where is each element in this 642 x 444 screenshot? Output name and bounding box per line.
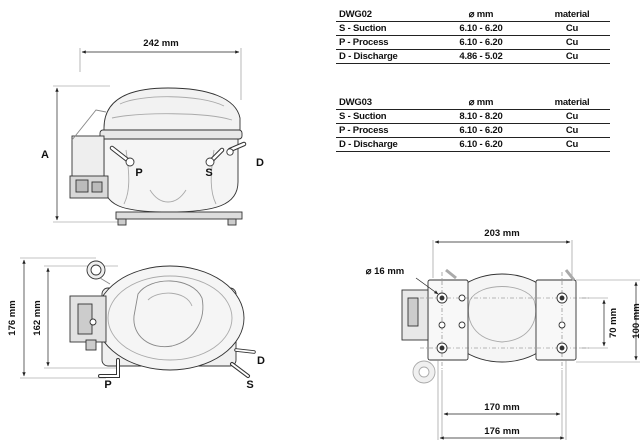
port-label-front-suction: S bbox=[205, 167, 212, 179]
table-cell: Cu bbox=[534, 123, 610, 138]
table-cell: Cu bbox=[534, 21, 610, 36]
table-header: DWG03 bbox=[336, 96, 428, 110]
port-label-front-process: P bbox=[135, 167, 142, 179]
table-row: D - Discharge 6.10 - 6.20 Cu bbox=[336, 137, 610, 152]
dim-front-width: 242 mm bbox=[143, 38, 178, 49]
table-row: S - Suction 8.10 - 8.20 Cu bbox=[336, 109, 610, 124]
dim-hole-spacing-y-outer: 100 mm bbox=[631, 303, 642, 338]
port-label-top-suction: S bbox=[246, 379, 253, 391]
table-cell: S - Suction bbox=[336, 21, 428, 36]
table-header: ⌀ mm bbox=[428, 96, 534, 110]
table-cell: 6.10 - 6.20 bbox=[428, 137, 534, 152]
dim-top-depth-outer: 176 mm bbox=[7, 300, 18, 335]
table-row: S - Suction 6.10 - 6.20 Cu bbox=[336, 21, 610, 36]
table-cell: S - Suction bbox=[336, 109, 428, 124]
table-cell: Cu bbox=[534, 137, 610, 152]
port-label-top-discharge: D bbox=[257, 355, 265, 367]
table-cell: 4.86 - 5.02 bbox=[428, 49, 534, 64]
top-view bbox=[20, 257, 256, 379]
table-header: material bbox=[534, 8, 610, 22]
table-cell: Cu bbox=[534, 109, 610, 124]
table-row: P - Process 6.10 - 6.20 Cu bbox=[336, 123, 610, 138]
dim-front-height: A bbox=[41, 149, 49, 161]
table-cell: Cu bbox=[534, 49, 610, 64]
port-label-top-process: P bbox=[104, 379, 111, 391]
dim-top-depth-inner: 162 mm bbox=[32, 300, 43, 335]
table-cell: 8.10 - 8.20 bbox=[428, 109, 534, 124]
front-view bbox=[53, 48, 247, 226]
dim-hole-spacing-x-outer: 176 mm bbox=[484, 426, 519, 437]
table-row: D - Discharge 4.86 - 5.02 Cu bbox=[336, 49, 610, 64]
base-view bbox=[401, 240, 640, 440]
dim-hole-spacing-x-inner: 170 mm bbox=[484, 402, 519, 413]
table-header: material bbox=[534, 96, 610, 110]
table-cell: P - Process bbox=[336, 35, 428, 50]
table-cell: P - Process bbox=[336, 123, 428, 138]
port-label-front-discharge: D bbox=[256, 157, 264, 169]
table-cell: 6.10 - 6.20 bbox=[428, 21, 534, 36]
spec-table-dwg03: DWG03 ⌀ mm material S - Suction 8.10 - 8… bbox=[336, 96, 610, 152]
table-cell: D - Discharge bbox=[336, 137, 428, 152]
table-cell: 6.10 - 6.20 bbox=[428, 35, 534, 50]
table-cell: D - Discharge bbox=[336, 49, 428, 64]
dim-hole-spacing-y-inner: 70 mm bbox=[608, 308, 619, 338]
table-header: ⌀ mm bbox=[428, 8, 534, 22]
table-header: DWG02 bbox=[336, 8, 428, 22]
table-cell: Cu bbox=[534, 35, 610, 50]
dim-base-width: 203 mm bbox=[484, 228, 519, 239]
table-row: P - Process 6.10 - 6.20 Cu bbox=[336, 35, 610, 50]
dim-mount-hole-diameter: ⌀ 16 mm bbox=[366, 266, 404, 277]
spec-table-dwg02: DWG02 ⌀ mm material S - Suction 6.10 - 6… bbox=[336, 8, 610, 64]
table-cell: 6.10 - 6.20 bbox=[428, 123, 534, 138]
